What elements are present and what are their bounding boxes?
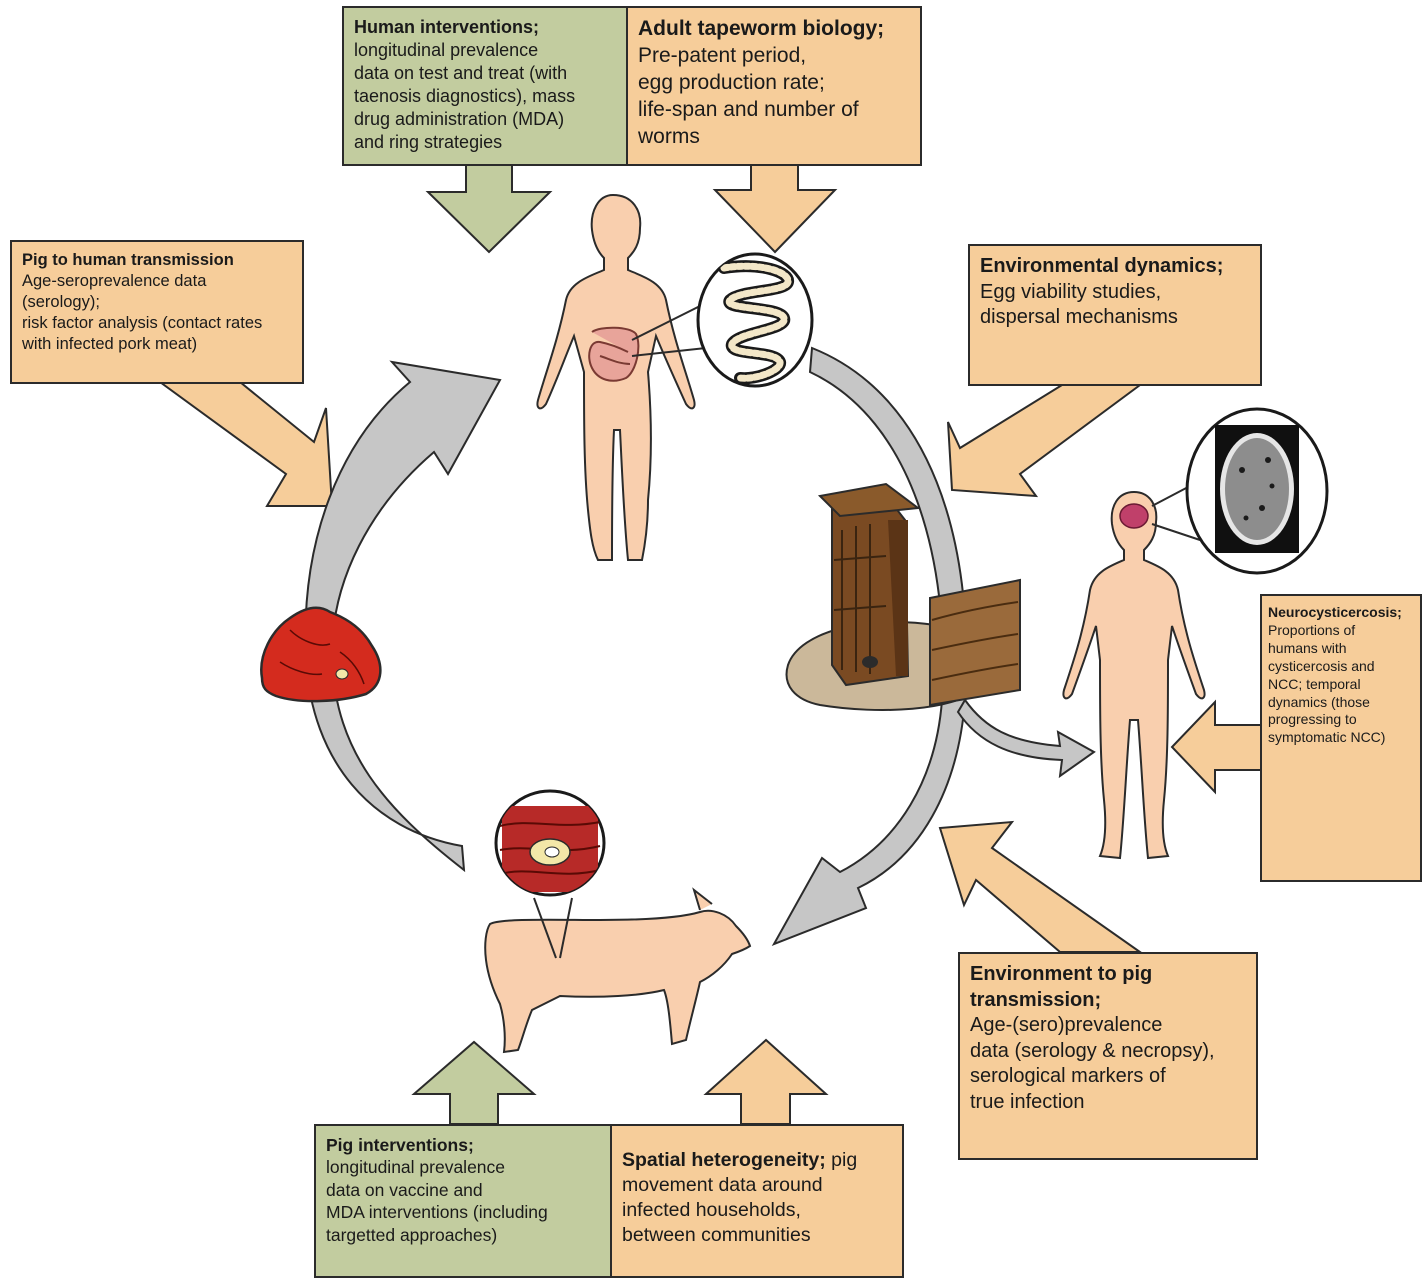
latrine-illustration [785, 482, 1021, 711]
environment-to-pig-arrow [938, 820, 1144, 953]
pig-interventions-box: Pig interventions; longitudinal prevalen… [314, 1124, 612, 1278]
pig-to-human-title: Pig to human transmission [22, 251, 234, 269]
pig-to-human-arrow [156, 381, 334, 507]
human-interventions-title: Human interventions; [354, 17, 540, 37]
spatial-heterogeneity-text: pig movement data around infected househ… [622, 1149, 858, 1246]
human-neurocysticercosis [1062, 490, 1206, 860]
environmental-dynamics-arrow [947, 384, 1144, 498]
environmental-dynamics-box: Environmental dynamics; Egg viability st… [968, 244, 1262, 386]
environmental-dynamics-text: Egg viability studies, dispersal mechani… [980, 280, 1178, 329]
human-interventions-text: longitudinal prevalence data on test and… [354, 40, 576, 153]
spatial-heterogeneity-title: Spatial heterogeneity; [622, 1149, 826, 1171]
pig-interventions-text: longitudinal prevalence data on vaccine … [326, 1157, 548, 1245]
human-tapeworm-carrier [536, 193, 696, 561]
adult-tapeworm-text: Pre-patent period, egg production rate; … [638, 43, 859, 148]
muscle-cyst-bubble [494, 789, 606, 897]
latrine-to-human-arrow [956, 698, 1096, 779]
spatial-heterogeneity-arrow [703, 1038, 829, 1125]
cycle-arrow-right [771, 346, 968, 946]
adult-tapeworm-box: Adult tapeworm biology; Pre-patent perio… [626, 6, 922, 166]
tapeworm-bubble [696, 252, 814, 388]
neurocysticercosis-title: Neurocysticercosis; [1268, 604, 1402, 620]
neurocysticercosis-text: Proportions of humans with cysticercosis… [1268, 621, 1386, 746]
brain-scan-bubble [1185, 407, 1329, 575]
pig-to-human-box: Pig to human transmission Age-seropreval… [10, 240, 304, 384]
pig-interventions-title: Pig interventions; [326, 1135, 474, 1155]
environment-to-pig-title: Environment to pig transmission; [970, 963, 1153, 1011]
spatial-heterogeneity-box: Spatial heterogeneity; pig movement data… [610, 1124, 904, 1278]
neurocysticercosis-arrow [1170, 699, 1263, 795]
pig-to-human-text: Age-seroprevalence data (serology); risk… [22, 272, 263, 354]
environment-to-pig-text: Age-(sero)prevalence data (serology & ne… [970, 1014, 1215, 1113]
cycle-arrow-left [304, 360, 502, 873]
infected-pork-meat [260, 606, 382, 703]
environmental-dynamics-title: Environmental dynamics; [980, 255, 1224, 277]
tapeworm-biology-arrow [712, 164, 838, 254]
neurocysticercosis-box: Neurocysticercosis; Proportions of human… [1260, 594, 1422, 882]
pig-illustration [484, 887, 752, 1054]
human-interventions-arrow [425, 164, 553, 254]
pig-interventions-arrow [411, 1040, 537, 1125]
environment-to-pig-box: Environment to pig transmission; Age-(se… [958, 952, 1258, 1160]
adult-tapeworm-title: Adult tapeworm biology; [638, 17, 885, 40]
human-interventions-box: Human interventions; longitudinal preval… [342, 6, 628, 166]
